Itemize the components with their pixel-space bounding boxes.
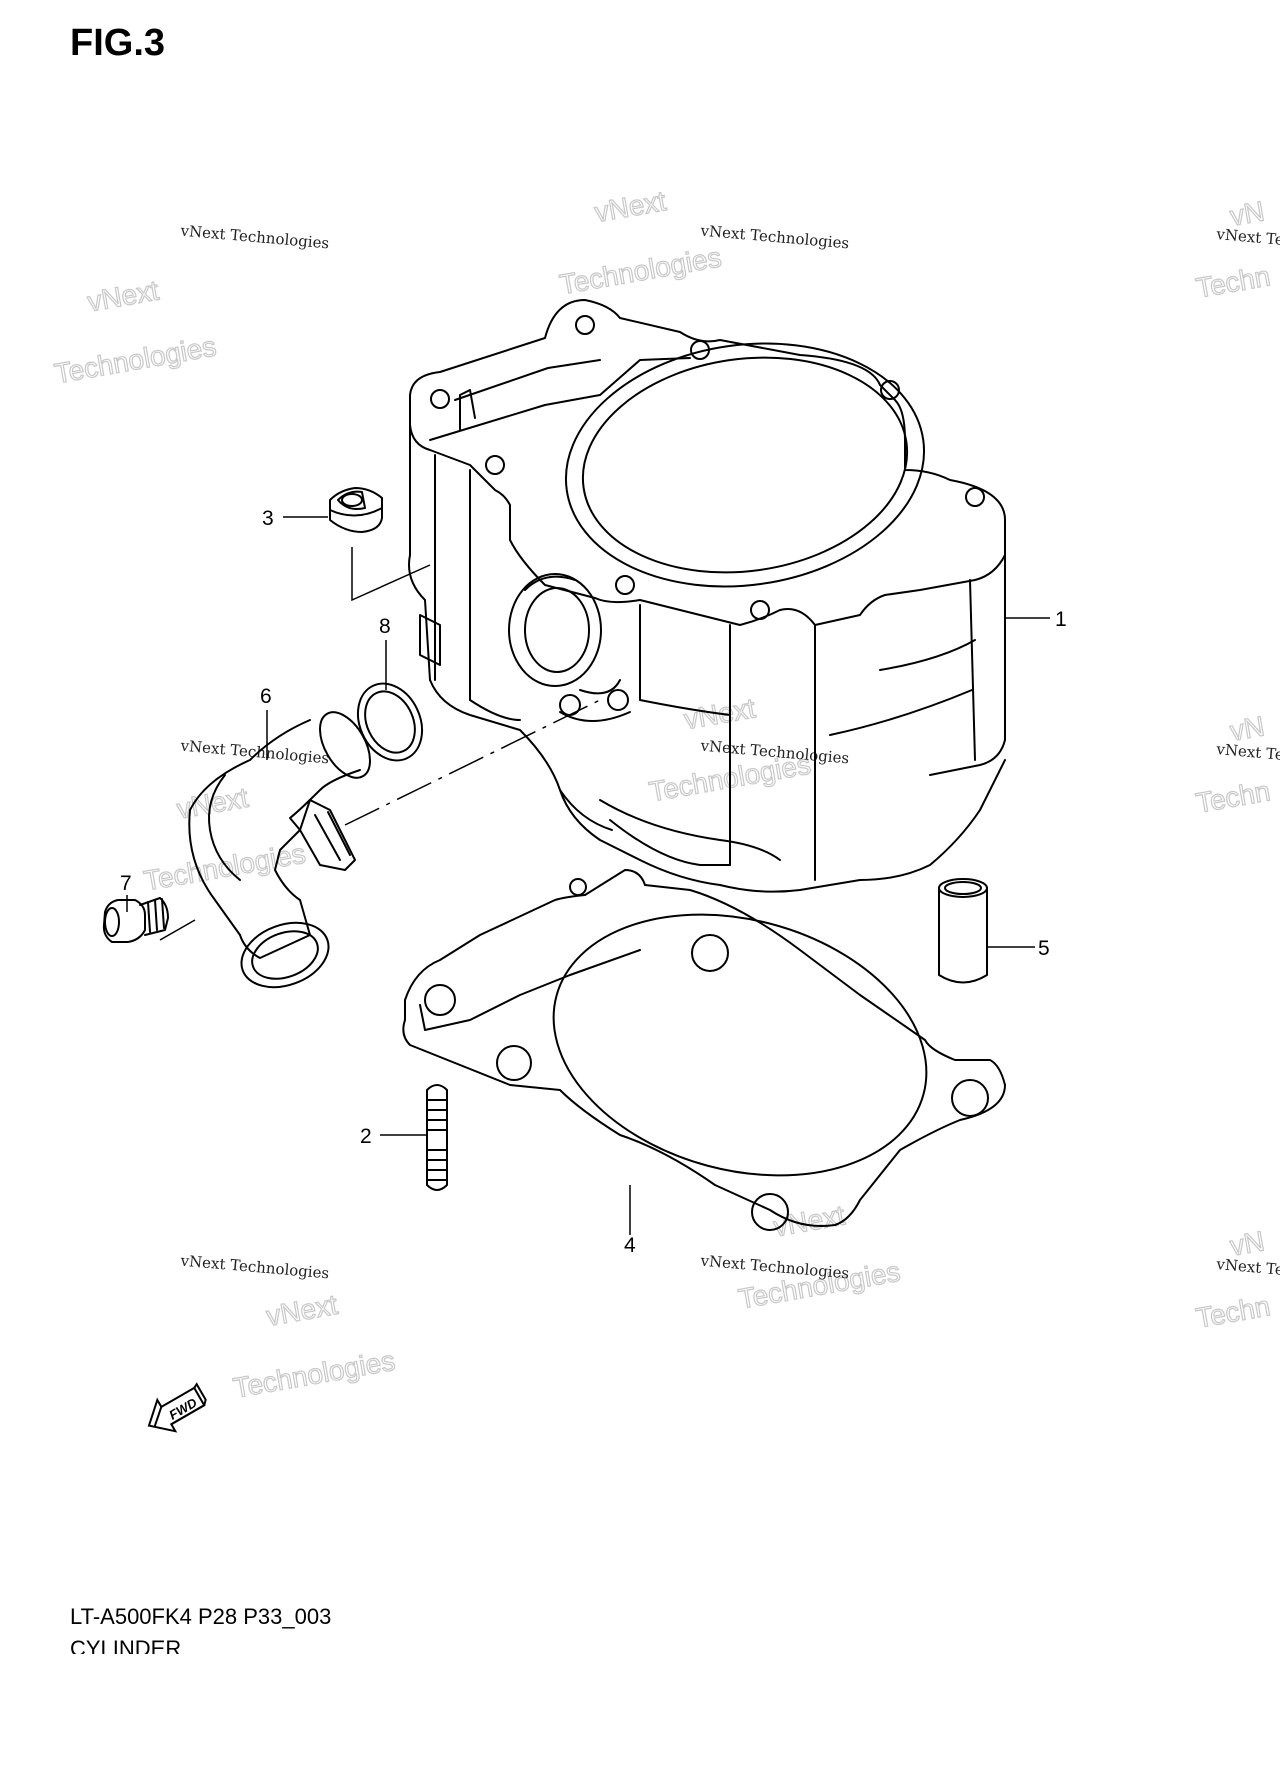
cylinder-part bbox=[408, 299, 1006, 893]
watermark-big-1: vNext bbox=[85, 275, 161, 318]
watermark-small-edge: vNext Te bbox=[1215, 225, 1280, 249]
watermark-small-edge: vNext Te bbox=[1215, 740, 1280, 764]
callouts: 1 2 3 4 5 6 7 8 bbox=[120, 507, 1067, 1257]
watermark-big-2: Technologies bbox=[231, 1345, 397, 1404]
watermark-small: vNext Technologies bbox=[179, 736, 330, 767]
callout-6: 6 bbox=[260, 685, 272, 708]
water-inlet-pipe-part bbox=[188, 711, 371, 989]
watermark-edge-big-2: Techn bbox=[1194, 260, 1273, 304]
watermark-big-1: vNext bbox=[175, 782, 251, 825]
watermark-edge-big-1: vN bbox=[1228, 195, 1267, 231]
gasket-part bbox=[402, 869, 1006, 1231]
bolt-part bbox=[102, 897, 169, 943]
callout-2: 2 bbox=[360, 1125, 372, 1148]
callout-leaders bbox=[126, 516, 1050, 1235]
watermark-mid-left: vNext Technologies bbox=[141, 781, 309, 897]
callout-4: 4 bbox=[624, 1234, 636, 1257]
nut-part bbox=[329, 487, 383, 533]
callout-1: 1 bbox=[1055, 608, 1067, 631]
watermark-small-edge: vNext Te bbox=[1215, 1255, 1280, 1279]
stud-part bbox=[426, 1084, 448, 1191]
callout-3: 3 bbox=[262, 507, 274, 530]
callout-8: 8 bbox=[379, 615, 391, 638]
watermark-small: vNext Technologies bbox=[179, 221, 330, 252]
watermark-bottom-left: vNext Technologies bbox=[230, 1288, 398, 1404]
section-name: CYLINDER bbox=[70, 1636, 182, 1654]
figure-title: FIG.3 bbox=[70, 22, 166, 64]
watermark-big-1: vNext bbox=[592, 185, 668, 228]
watermark-edge-big-2: Techn bbox=[1194, 1290, 1273, 1334]
watermark-small: vNext Technologies bbox=[179, 1251, 330, 1282]
callout-5: 5 bbox=[1038, 937, 1050, 960]
model-code: LT-A500FK4 P28 P33_003 bbox=[70, 1604, 332, 1629]
watermark-edge-big-1: vN bbox=[1228, 710, 1267, 746]
fwd-arrow-icon: FWD bbox=[147, 1382, 207, 1433]
watermark-top-left: vNext Technologies bbox=[52, 274, 220, 390]
watermark-top-center: vNext Technologies bbox=[557, 185, 725, 301]
watermark-big-1: vNext bbox=[264, 1289, 340, 1332]
dowel-pin-part bbox=[938, 878, 988, 984]
watermark-big-2: Technologies bbox=[557, 241, 723, 300]
watermark-small: vNext Technologies bbox=[699, 221, 850, 252]
watermark-big-2: Technologies bbox=[52, 330, 218, 389]
o-ring-part bbox=[356, 682, 424, 762]
watermark-big-1: vNext bbox=[771, 1199, 847, 1242]
callout-7: 7 bbox=[120, 872, 132, 895]
watermark-edge-big-2: Techn bbox=[1194, 775, 1273, 819]
assembly-lines bbox=[159, 547, 601, 941]
watermark-edge-big-1: vN bbox=[1228, 1225, 1267, 1261]
